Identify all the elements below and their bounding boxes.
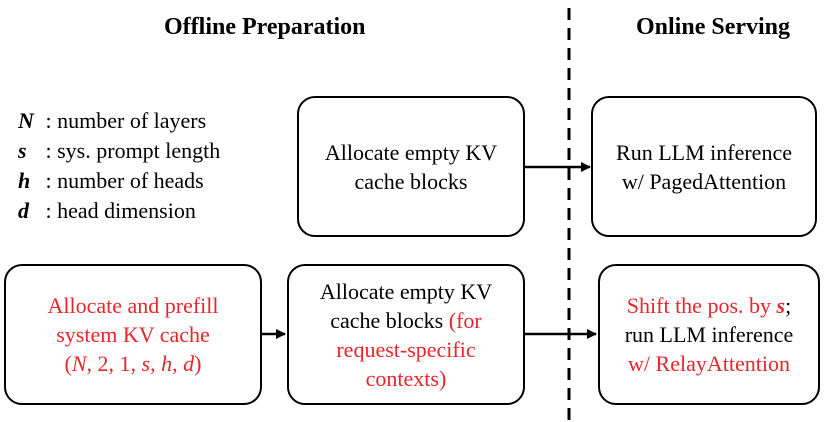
legend-text: sys. prompt length — [57, 138, 221, 163]
legend-symbol: d — [18, 198, 29, 223]
allocate-kv-box-top: Allocate empty KV cache blocks — [297, 96, 525, 237]
box-text: Allocate and prefill system KV cache (N,… — [47, 291, 218, 378]
box-line: Allocate and prefill — [47, 293, 219, 318]
legend-sep: : — [40, 108, 58, 133]
legend-sep: : — [40, 138, 58, 163]
legend-item-prompt-length: s : sys. prompt length — [18, 136, 220, 166]
tuple-sep: , — [150, 351, 162, 376]
legend-item-head-dim: d : head dimension — [18, 196, 220, 226]
legend-text: number of layers — [57, 108, 207, 133]
box-line-red: request-specific — [336, 336, 476, 362]
box-text: Run LLM inference w/ PagedAttention — [616, 138, 792, 196]
paren: ) — [194, 351, 202, 376]
legend-text: number of heads — [57, 168, 204, 193]
legend-item-heads: h : number of heads — [18, 166, 220, 196]
box-line-red: contexts) — [365, 365, 447, 391]
sym-h: h — [161, 351, 173, 376]
legend-sep: : — [40, 168, 58, 193]
box-text: Allocate empty KV cache blocks — [325, 138, 497, 196]
box-line-red: w/ RelayAttention — [628, 351, 790, 376]
offline-heading: Offline Preparation — [164, 14, 366, 40]
legend-symbol: N — [18, 108, 34, 133]
box-line: system KV cache — [56, 322, 210, 347]
tuple-sep: , — [172, 351, 184, 376]
sym-s: s — [776, 293, 786, 318]
relay-attention-box: Shift the pos. by s; run LLM inference w… — [598, 264, 820, 405]
box-line-red: Shift the pos. by — [626, 293, 777, 318]
kv-shape-tuple: (N, 2, 1, s, h, d) — [65, 351, 202, 376]
box-line: cache blocks — [330, 307, 444, 333]
sym-n: N — [71, 351, 87, 376]
legend-symbol: h — [18, 168, 31, 193]
box-line: cache blocks — [354, 168, 468, 194]
box-line: run LLM inference — [624, 322, 794, 347]
box-line: ; — [785, 293, 792, 318]
allocate-kv-box-bottom: Allocate empty KV cache blocks (for requ… — [287, 264, 525, 405]
run-llm-paged-box: Run LLM inference w/ PagedAttention — [591, 96, 817, 237]
box-line-red: (for — [443, 307, 482, 333]
legend: N : number of layers s : sys. prompt len… — [18, 106, 220, 226]
paren: ( — [64, 351, 72, 376]
box-text: Allocate empty KV cache blocks (for requ… — [320, 277, 492, 393]
sym-s: s — [141, 351, 151, 376]
prefill-system-kv-box: Allocate and prefill system KV cache (N,… — [4, 264, 262, 405]
legend-sep: : — [40, 198, 58, 223]
legend-text: head dimension — [57, 198, 196, 223]
legend-item-layers: N : number of layers — [18, 106, 220, 136]
online-heading: Online Serving — [636, 14, 791, 40]
box-line: w/ PagedAttention — [621, 168, 787, 194]
tuple-sep: , 2, 1, — [86, 351, 142, 376]
sym-d: d — [183, 351, 195, 376]
box-line: Allocate empty KV — [319, 278, 493, 304]
box-text: Shift the pos. by s; run LLM inference w… — [625, 291, 794, 378]
box-line: Run LLM inference — [616, 139, 792, 165]
legend-symbol: s — [18, 138, 27, 163]
box-line: Allocate empty KV — [324, 139, 498, 165]
